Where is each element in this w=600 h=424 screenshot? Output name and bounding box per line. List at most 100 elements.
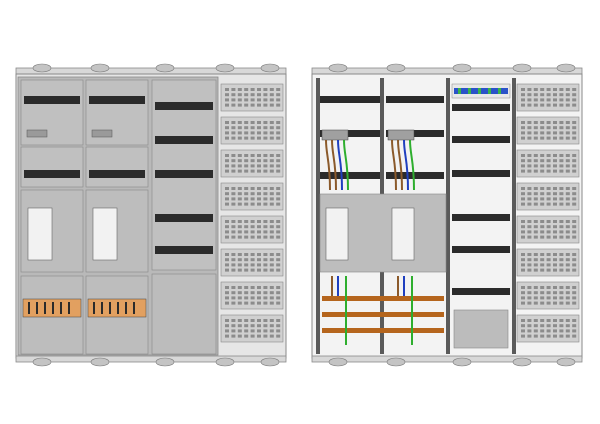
vent-slot: [559, 220, 564, 223]
vent-slot: [546, 131, 551, 135]
vent-slot: [257, 169, 261, 173]
vent-slot: [533, 319, 538, 322]
vent-slot: [225, 192, 229, 196]
vent-slot: [553, 136, 557, 140]
meter-column-2: [85, 79, 149, 355]
vent-slot: [231, 192, 236, 196]
vent-slot: [237, 268, 242, 272]
vent-slot: [244, 286, 249, 289]
vent-slot: [257, 159, 261, 163]
bottom-mount-rail: [15, 355, 287, 363]
vent-slot: [276, 192, 281, 196]
vent-slot: [263, 258, 268, 262]
vent-slot: [521, 88, 525, 91]
vent-slot: [263, 131, 268, 135]
vent-slot: [546, 220, 551, 223]
vent-slot: [244, 253, 249, 256]
vent-slot: [257, 263, 261, 267]
vent-slot: [559, 334, 564, 338]
vent-slot: [521, 154, 525, 157]
vent-slot: [263, 253, 268, 256]
vent-slot: [533, 225, 538, 229]
rail-column-3: [151, 79, 217, 355]
vent-slot: [263, 136, 268, 140]
vent-slot: [553, 291, 557, 295]
vent-slot: [559, 319, 564, 322]
vent-slot: [559, 126, 564, 130]
vent-slot: [237, 93, 242, 97]
vent-slot: [257, 98, 261, 102]
vent-slot: [269, 296, 274, 300]
vent-slot: [546, 225, 551, 229]
vent-slot: [237, 187, 242, 190]
vent-slot: [225, 88, 229, 91]
vent-slot: [540, 131, 545, 135]
vent-slot: [231, 202, 236, 206]
vent-slot: [565, 187, 570, 190]
vent-slot: [565, 334, 570, 338]
vent-slot: [237, 319, 242, 322]
vent-slot: [540, 291, 545, 295]
vent-slot: [521, 169, 525, 173]
vent-slot: [572, 220, 577, 223]
vent-slot: [527, 319, 532, 322]
vent-slot: [572, 291, 577, 295]
vent-slot: [572, 253, 577, 256]
vent-slot: [231, 154, 236, 157]
vent-slot: [244, 220, 249, 223]
vent-slot: [546, 159, 551, 163]
vent-slot: [263, 225, 268, 229]
vent-slot: [546, 121, 551, 124]
vent-slot: [269, 154, 274, 157]
vent-slot: [276, 291, 281, 295]
vent-slot: [231, 187, 236, 190]
vent-slot: [276, 258, 281, 262]
vent-slot: [553, 268, 557, 272]
vent-slot: [540, 103, 545, 107]
vent-slot: [565, 263, 570, 267]
vent-slot: [244, 235, 249, 239]
left-panel-closed: [15, 63, 287, 367]
vent-slot: [269, 98, 274, 102]
vent-slot: [257, 268, 261, 272]
vent-slot: [237, 103, 242, 107]
vent-slot: [257, 121, 261, 124]
vent-slot: [276, 329, 281, 333]
vent-slot: [546, 296, 551, 300]
vent-slot: [533, 93, 538, 97]
vent-slot: [257, 291, 261, 295]
vent-slot: [533, 126, 538, 130]
vent-slot: [244, 263, 249, 267]
vent-slot: [244, 324, 249, 328]
vent-slot: [244, 268, 249, 272]
vent-slot: [244, 164, 249, 168]
vent-slot: [269, 197, 274, 201]
vent-slot: [565, 136, 570, 140]
vent-slot: [572, 192, 577, 196]
vent-slot: [533, 291, 538, 295]
vent-slot: [572, 93, 577, 97]
vent-slot: [565, 291, 570, 295]
busbar-icon: [322, 296, 444, 333]
perforated-column: [516, 83, 580, 343]
vent-slot: [276, 98, 281, 102]
vent-slot: [257, 225, 261, 229]
vent-slot: [521, 253, 525, 256]
vent-slot: [276, 253, 281, 256]
vent-slot: [263, 230, 268, 234]
vent-slot: [540, 230, 545, 234]
vent-slot: [269, 258, 274, 262]
vent-slot: [250, 319, 255, 322]
vent-slot: [257, 324, 261, 328]
vent-slot: [559, 93, 564, 97]
vent-slot: [250, 296, 255, 300]
vent-slot: [225, 187, 229, 190]
vent-slot: [244, 121, 249, 124]
vent-slot: [559, 225, 564, 229]
vent-slot: [559, 286, 564, 289]
vent-slot: [244, 159, 249, 163]
vent-slot: [237, 202, 242, 206]
vent-slot: [527, 235, 532, 239]
